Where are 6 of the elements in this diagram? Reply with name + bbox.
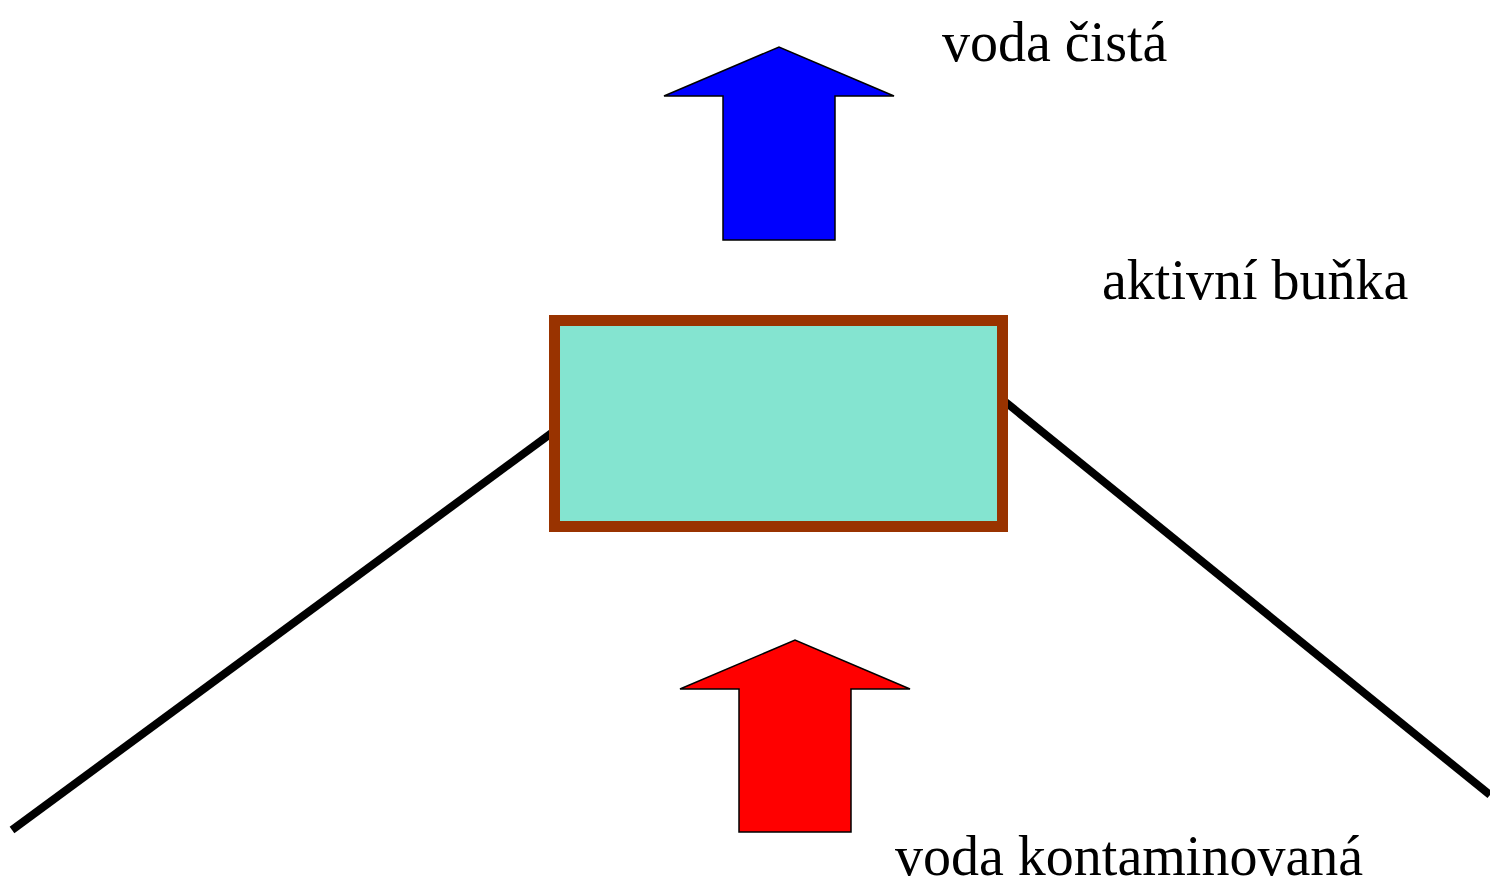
flow-arrow xyxy=(679,639,911,833)
flow-arrow xyxy=(663,46,895,241)
water-label: voda čistá xyxy=(942,14,1168,70)
water-label: voda kontaminovaná xyxy=(895,828,1364,881)
reactive-cell-box xyxy=(549,315,1008,532)
cell-caption: aktivní buňka xyxy=(1102,252,1409,308)
